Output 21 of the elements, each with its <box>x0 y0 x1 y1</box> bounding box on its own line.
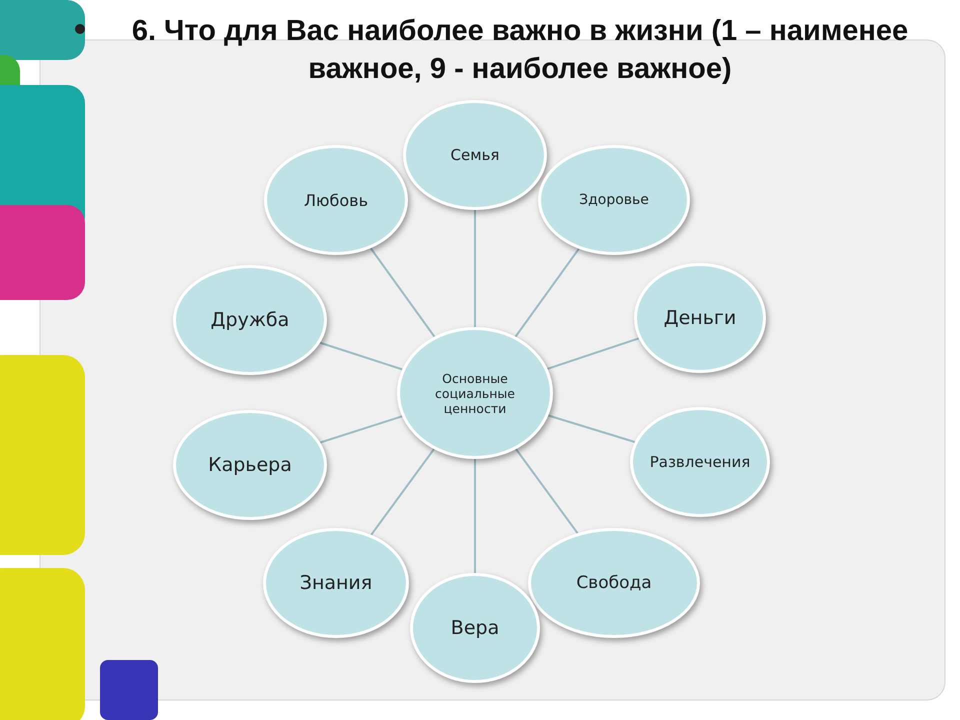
node-label: Карьера <box>208 454 292 476</box>
connector-line <box>515 448 578 534</box>
node-label: Дружба <box>210 309 290 331</box>
node-label: Любовь <box>304 190 368 210</box>
node-label: Здоровье <box>579 192 649 208</box>
connector-line <box>320 342 402 370</box>
connector-line <box>547 337 640 370</box>
slide-title: 6. Что для Вас наиболее важно в жизни (1 – наименее важное, 9 - наиболее важное) <box>130 14 910 87</box>
connector-line <box>474 459 476 573</box>
node-label: Развлечения <box>650 453 750 471</box>
node-label: Основные социальные ценности <box>434 370 516 416</box>
node-label: Вера <box>450 617 500 639</box>
node-label: Знания <box>300 572 372 594</box>
connector-line <box>514 248 580 338</box>
node-label: Семья <box>450 146 500 164</box>
node-label: Свобода <box>576 573 652 593</box>
connector-line <box>320 415 402 444</box>
connector-line <box>370 448 435 536</box>
connector-line <box>548 414 636 443</box>
connector-line <box>474 210 476 327</box>
node-label: Деньги <box>664 307 736 329</box>
